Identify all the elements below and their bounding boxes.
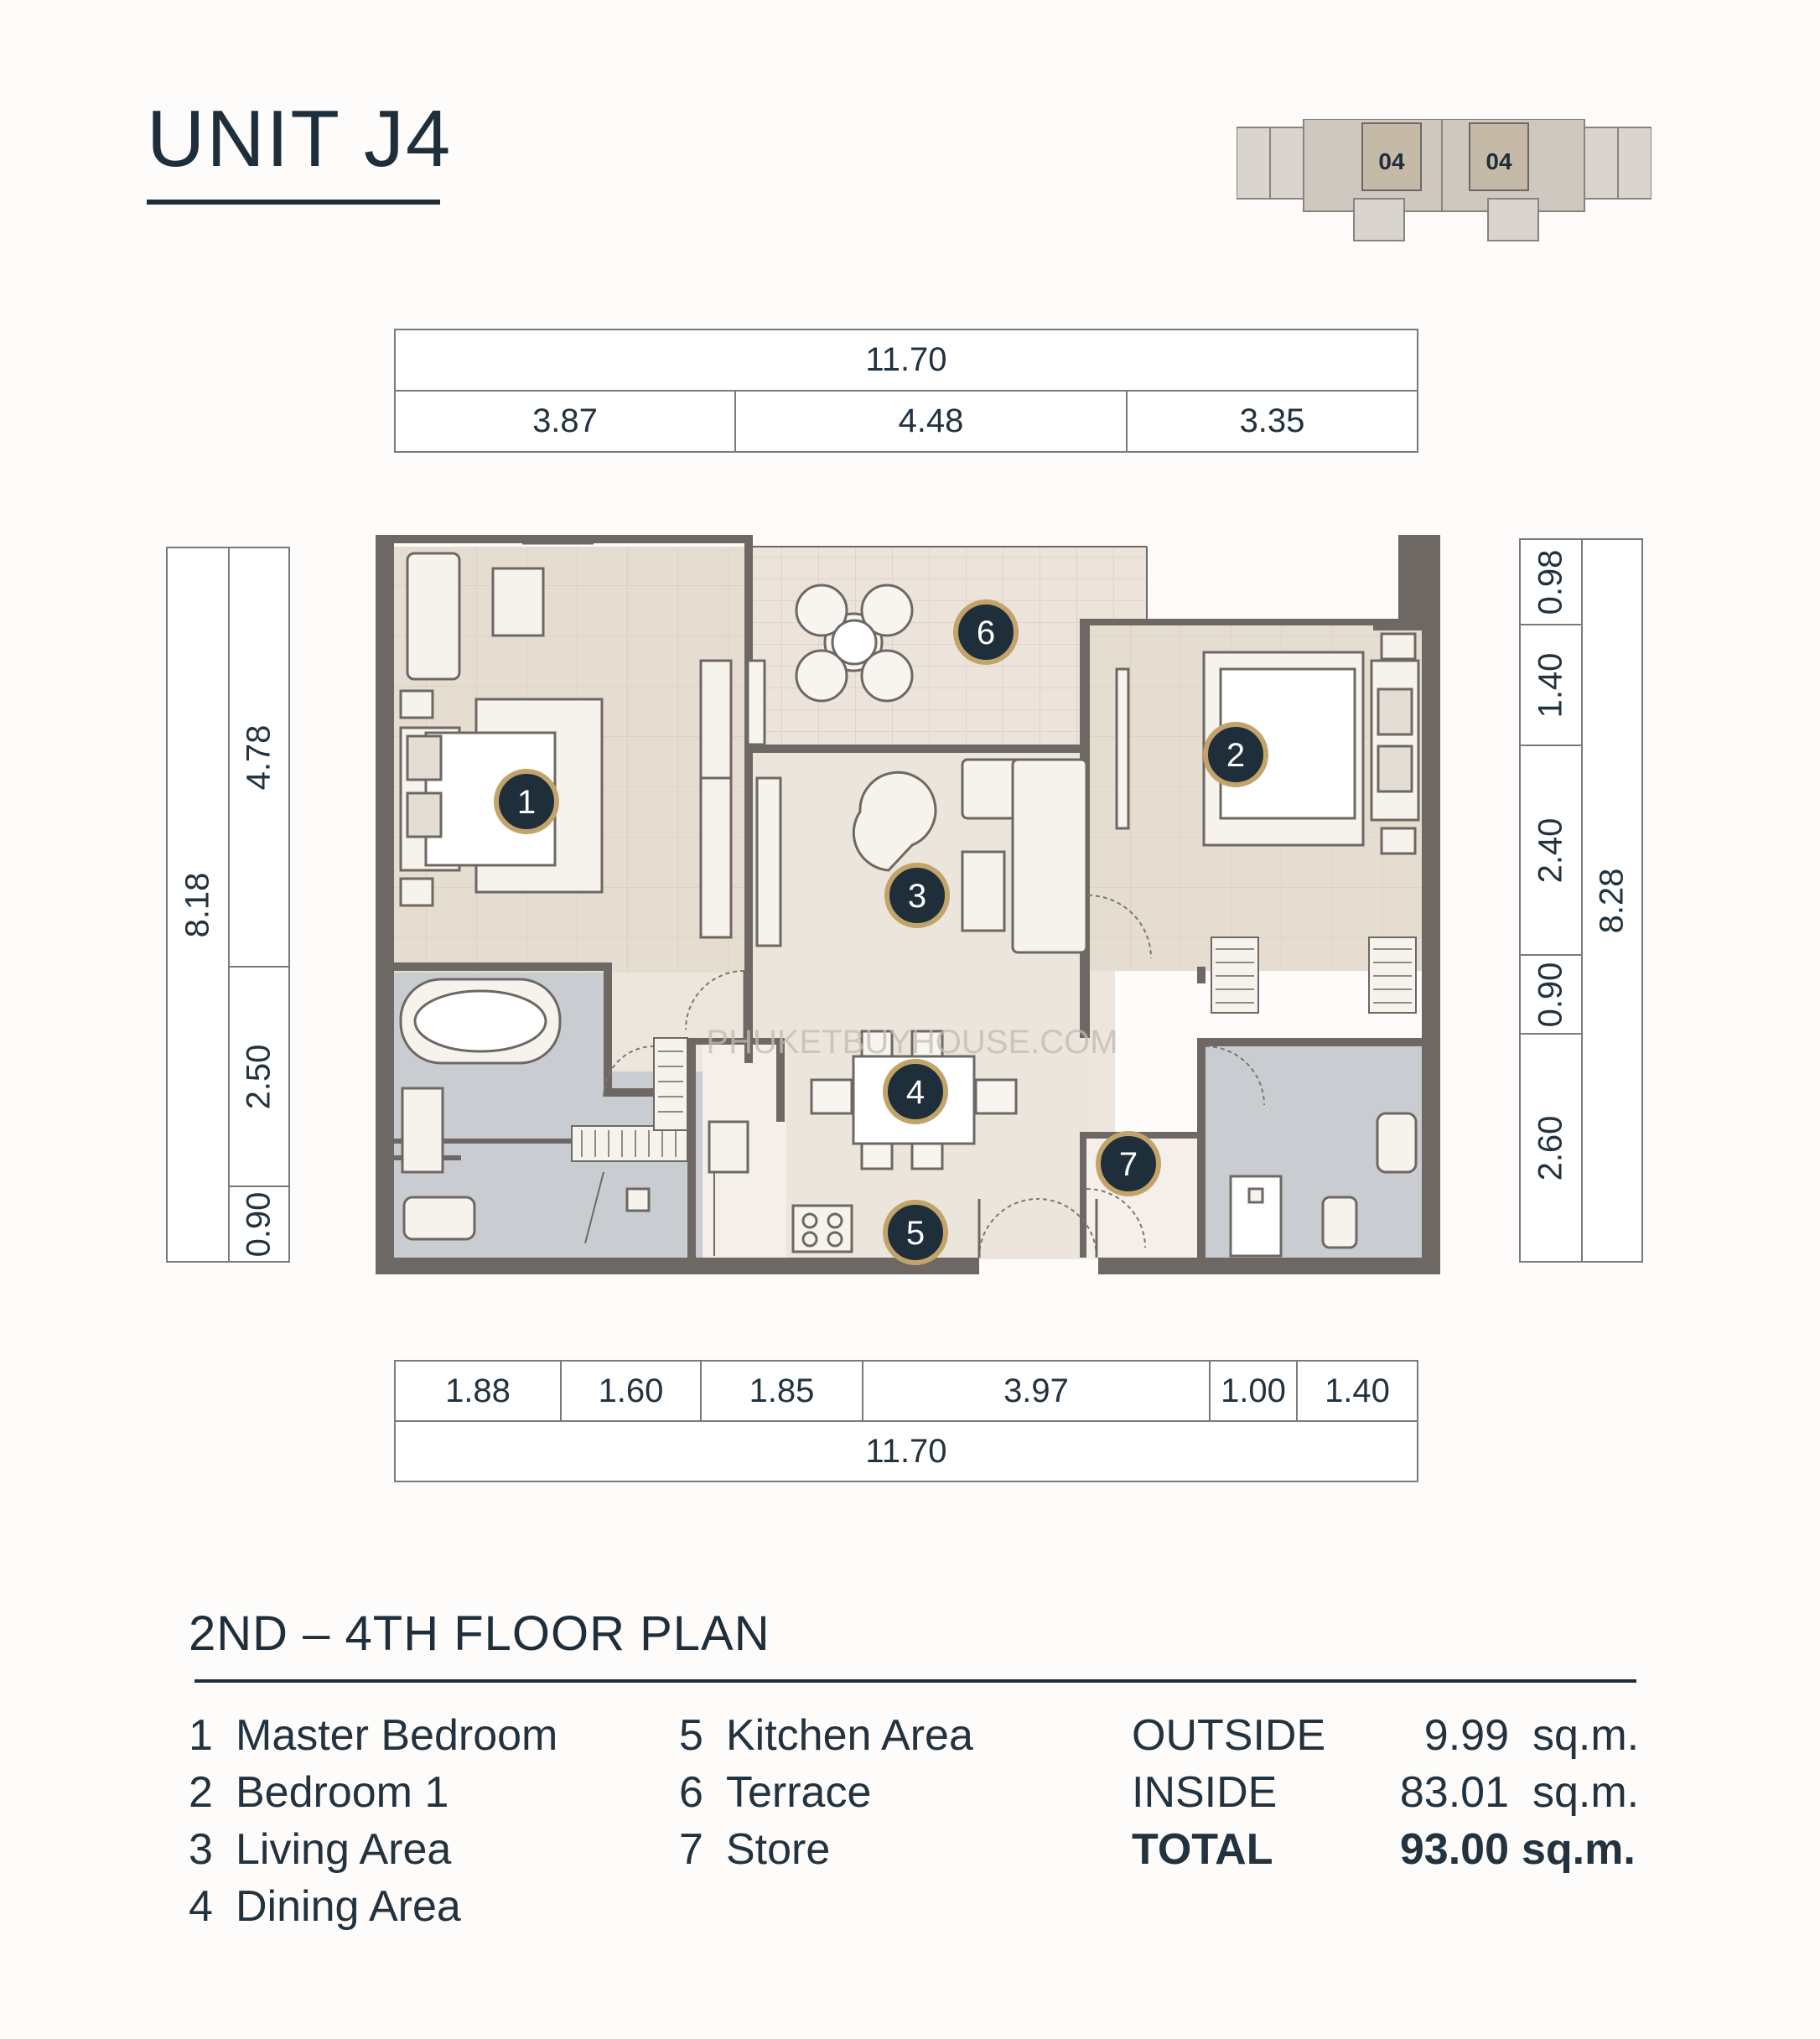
- bottom-dim-segment: 3.97: [862, 1362, 1209, 1420]
- watermark: PHUKETBUYHOUSE.COM: [706, 1024, 1117, 1061]
- top-dimension-table: 11.70 3.87 4.48 3.35: [394, 329, 1418, 453]
- right-dim-segment: 2.40: [1532, 817, 1569, 883]
- keyplan-label-left: 04: [1378, 148, 1405, 174]
- right-dim-segment: 1.40: [1532, 652, 1569, 718]
- svg-text:1: 1: [517, 784, 536, 821]
- title-underline: [147, 200, 440, 205]
- keyplan-label-right: 04: [1486, 148, 1512, 174]
- svg-text:7: 7: [1119, 1146, 1138, 1183]
- bottom-dimension-table: 1.88 1.60 1.85 3.97 1.00 1.40 11.70: [394, 1360, 1418, 1482]
- bottom-total-width: 11.70: [865, 1432, 947, 1470]
- bottom-dim-segment: 1.60: [560, 1362, 700, 1420]
- left-dimension-table: 8.18 4.78 2.50 0.90: [166, 547, 290, 1263]
- room-marker-4: 4: [883, 1059, 948, 1124]
- svg-text:3: 3: [908, 878, 926, 915]
- floor-plan-title: 2ND – 4TH FLOOR PLAN: [189, 1606, 770, 1661]
- left-dim-segment: 4.78: [240, 724, 277, 790]
- key-plan: 04 04: [1237, 119, 1651, 241]
- area-value-total: 93.00: [1399, 1825, 1509, 1874]
- left-dim-segment: 2.50: [240, 1044, 277, 1109]
- room-marker-1: 1: [494, 769, 559, 834]
- bottom-dim-segment: 1.40: [1296, 1362, 1417, 1420]
- right-dim-segment: 0.98: [1532, 549, 1569, 615]
- top-dim-segment: 4.48: [734, 392, 1126, 451]
- area-label-total: TOTAL: [1132, 1825, 1273, 1874]
- svg-text:4: 4: [906, 1074, 925, 1111]
- svg-text:6: 6: [977, 615, 995, 651]
- left-total-height: 8.18: [179, 872, 216, 937]
- svg-text:2: 2: [1226, 737, 1245, 774]
- room-marker-7: 7: [1096, 1131, 1161, 1196]
- room-marker-6: 6: [953, 599, 1019, 665]
- right-dim-segment: 2.60: [1532, 1115, 1569, 1180]
- area-unit: sq.m.: [1532, 1768, 1640, 1817]
- right-dim-segment: 0.90: [1532, 962, 1569, 1027]
- right-dimension-table: 0.98 1.40 2.40 0.90 2.60 8.28: [1519, 538, 1643, 1263]
- area-unit: sq.m.: [1522, 1825, 1636, 1874]
- unit-title: UNIT J4: [147, 94, 453, 184]
- area-label-inside: INSIDE: [1132, 1768, 1278, 1817]
- left-dim-segment: 0.90: [240, 1191, 277, 1257]
- top-total-width: 11.70: [865, 341, 947, 378]
- svg-text:5: 5: [906, 1215, 925, 1252]
- bottom-dim-segment: 1.85: [700, 1362, 862, 1420]
- bottom-dim-segment: 1.88: [445, 1372, 511, 1409]
- right-total-height: 8.28: [1593, 868, 1631, 933]
- room-marker-5: 5: [883, 1200, 948, 1265]
- top-dim-segment: 3.35: [1126, 392, 1417, 451]
- room-marker-2: 2: [1203, 722, 1268, 787]
- section-divider: [194, 1679, 1636, 1683]
- room-marker-3: 3: [884, 863, 950, 928]
- area-label-outside: OUTSIDE: [1132, 1711, 1326, 1760]
- floor-plan: PHUKETBUYHOUSE.COM 1 2 3 4 5 6 7: [376, 535, 1440, 1274]
- area-value-inside: 83.01: [1399, 1768, 1509, 1817]
- area-value-outside: 9.99: [1423, 1711, 1509, 1760]
- area-unit: sq.m.: [1532, 1711, 1640, 1760]
- bottom-dim-segment: 1.00: [1209, 1362, 1296, 1420]
- top-dim-segment: 3.87: [532, 402, 598, 439]
